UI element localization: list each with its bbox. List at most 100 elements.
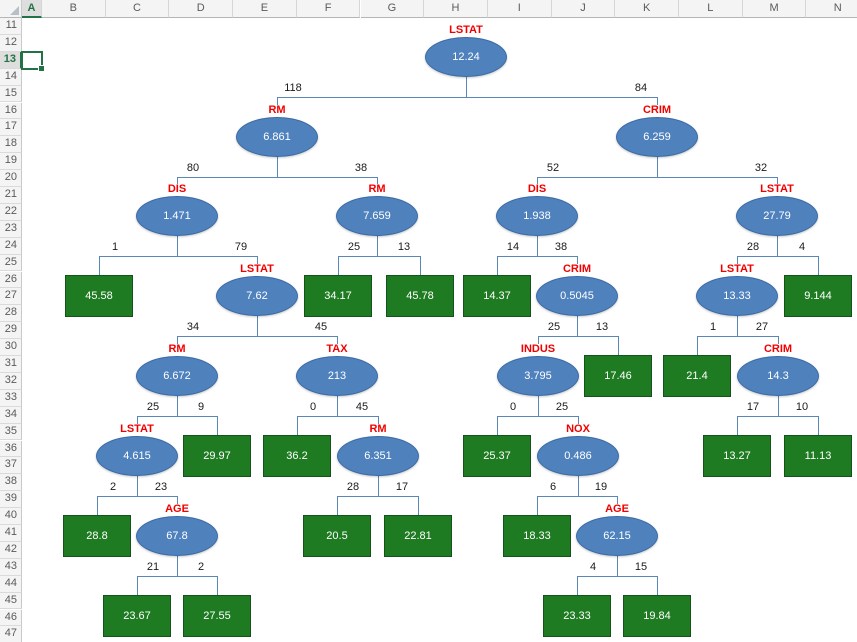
- row-header-28[interactable]: 28: [0, 305, 22, 323]
- leaf-node-21.4[interactable]: 21.4: [663, 355, 731, 397]
- row-header-11[interactable]: 11: [0, 18, 22, 35]
- decision-node-rm-6.861[interactable]: 6.861: [236, 117, 318, 157]
- leaf-node-13.27[interactable]: 13.27: [703, 435, 771, 477]
- connector-line: [99, 256, 100, 275]
- column-header-H[interactable]: H: [424, 0, 488, 18]
- row-header-23[interactable]: 23: [0, 220, 22, 238]
- row-header-31[interactable]: 31: [0, 356, 22, 373]
- leaf-node-9.144[interactable]: 9.144: [784, 275, 852, 317]
- leaf-node-14.37[interactable]: 14.37: [463, 275, 531, 317]
- row-header-47[interactable]: 47: [0, 626, 22, 642]
- select-all-corner[interactable]: [0, 0, 22, 18]
- connector-line: [537, 177, 778, 178]
- decision-node-lstat-12.24[interactable]: 12.24: [425, 37, 507, 77]
- column-header-I[interactable]: I: [487, 0, 552, 18]
- connector-line: [297, 416, 298, 435]
- leaf-node-22.81[interactable]: 22.81: [384, 515, 452, 557]
- row-header-33[interactable]: 33: [0, 389, 22, 407]
- leaf-node-34.17[interactable]: 34.17: [304, 275, 372, 317]
- decision-node-tax-213[interactable]: 213: [296, 356, 378, 396]
- selected-cell[interactable]: [21, 50, 45, 72]
- row-header-38[interactable]: 38: [0, 474, 22, 492]
- connector-line: [617, 496, 618, 504]
- row-header-39[interactable]: 39: [0, 491, 22, 509]
- decision-node-age-67.8[interactable]: 67.8: [136, 516, 218, 556]
- leaf-node-20.5[interactable]: 20.5: [303, 515, 371, 557]
- edge-count-label: 4: [798, 241, 806, 253]
- column-header-F[interactable]: F: [296, 0, 361, 18]
- row-header-16[interactable]: 16: [0, 102, 22, 120]
- row-header-46[interactable]: 46: [0, 609, 22, 627]
- decision-node-lstat-4.615[interactable]: 4.615: [96, 436, 178, 476]
- row-header-32[interactable]: 32: [0, 372, 22, 390]
- column-header-A[interactable]: A: [22, 0, 42, 18]
- leaf-node-29.97[interactable]: 29.97: [183, 435, 251, 477]
- leaf-node-19.84[interactable]: 19.84: [623, 595, 691, 637]
- leaf-node-45.78[interactable]: 45.78: [386, 275, 454, 317]
- decision-node-nox-0.486[interactable]: 0.486: [537, 436, 619, 476]
- row-header-17[interactable]: 17: [0, 119, 22, 137]
- row-header-30[interactable]: 30: [0, 339, 22, 356]
- leaf-node-28.8[interactable]: 28.8: [63, 515, 131, 557]
- leaf-node-11.13[interactable]: 11.13: [784, 435, 852, 477]
- leaf-node-27.55[interactable]: 27.55: [183, 595, 251, 637]
- row-header-21[interactable]: 21: [0, 187, 22, 204]
- leaf-node-23.33[interactable]: 23.33: [543, 595, 611, 637]
- row-header-29[interactable]: 29: [0, 322, 22, 340]
- row-header-45[interactable]: 45: [0, 592, 22, 610]
- row-header-44[interactable]: 44: [0, 575, 22, 593]
- decision-node-lstat-27.79[interactable]: 27.79: [736, 196, 818, 236]
- row-header-34[interactable]: 34: [0, 406, 22, 424]
- row-header-20[interactable]: 20: [0, 170, 22, 187]
- decision-node-lstat-7.62[interactable]: 7.62: [216, 276, 298, 316]
- leaf-node-18.33[interactable]: 18.33: [503, 515, 571, 557]
- decision-node-crim-0.5045[interactable]: 0.5045: [536, 276, 618, 316]
- decision-node-rm-6.672[interactable]: 6.672: [136, 356, 218, 396]
- row-header-42[interactable]: 42: [0, 541, 22, 559]
- leaf-node-23.67[interactable]: 23.67: [103, 595, 171, 637]
- row-header-36[interactable]: 36: [0, 440, 22, 458]
- column-header-G[interactable]: G: [360, 0, 425, 18]
- column-header-C[interactable]: C: [105, 0, 170, 18]
- decision-node-dis-1.938[interactable]: 1.938: [496, 196, 578, 236]
- leaf-node-17.46[interactable]: 17.46: [584, 355, 652, 397]
- row-header-15[interactable]: 15: [0, 85, 22, 103]
- leaf-node-45.58[interactable]: 45.58: [65, 275, 133, 317]
- decision-node-lstat-13.33[interactable]: 13.33: [696, 276, 778, 316]
- decision-node-indus-3.795[interactable]: 3.795: [497, 356, 579, 396]
- row-header-26[interactable]: 26: [0, 271, 22, 289]
- decision-node-crim-6.259[interactable]: 6.259: [616, 117, 698, 157]
- row-header-25[interactable]: 25: [0, 254, 22, 272]
- column-header-B[interactable]: B: [42, 0, 106, 18]
- column-header-D[interactable]: D: [169, 0, 234, 18]
- decision-node-age-62.15[interactable]: 62.15: [576, 516, 658, 556]
- column-header-K[interactable]: K: [615, 0, 679, 18]
- column-header-N[interactable]: N: [806, 0, 857, 18]
- column-header-E[interactable]: E: [233, 0, 297, 18]
- connector-line: [177, 177, 178, 184]
- row-header-40[interactable]: 40: [0, 508, 22, 525]
- row-header-18[interactable]: 18: [0, 136, 22, 154]
- edge-count-label: 80: [186, 162, 200, 174]
- column-header-M[interactable]: M: [742, 0, 807, 18]
- row-header-37[interactable]: 37: [0, 457, 22, 475]
- row-header-19[interactable]: 19: [0, 153, 22, 171]
- row-header-12[interactable]: 12: [0, 34, 22, 52]
- row-header-27[interactable]: 27: [0, 288, 22, 306]
- leaf-node-36.2[interactable]: 36.2: [263, 435, 331, 477]
- row-header-35[interactable]: 35: [0, 423, 22, 441]
- leaf-node-25.37[interactable]: 25.37: [463, 435, 531, 477]
- row-header-43[interactable]: 43: [0, 558, 22, 576]
- row-header-14[interactable]: 14: [0, 68, 22, 86]
- decision-node-crim-14.3[interactable]: 14.3: [737, 356, 819, 396]
- row-header-41[interactable]: 41: [0, 525, 22, 542]
- decision-node-rm-6.351[interactable]: 6.351: [337, 436, 419, 476]
- connector-line: [137, 576, 218, 577]
- row-header-24[interactable]: 24: [0, 237, 22, 255]
- decision-node-dis-1.471[interactable]: 1.471: [136, 196, 218, 236]
- decision-node-rm-7.659[interactable]: 7.659: [336, 196, 418, 236]
- fill-handle[interactable]: [38, 64, 45, 72]
- row-header-22[interactable]: 22: [0, 203, 22, 221]
- column-header-L[interactable]: L: [679, 0, 743, 18]
- column-header-J[interactable]: J: [551, 0, 616, 18]
